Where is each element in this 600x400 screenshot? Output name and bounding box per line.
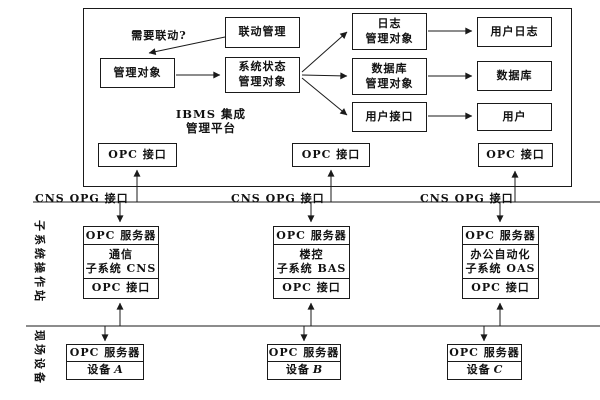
- box-user: 用户: [477, 103, 552, 131]
- device-a-opc-server: OPC 服务器: [69, 346, 141, 360]
- device-c: OPC 服务器 设备 C: [447, 344, 522, 380]
- platform-opc-interface-3: OPC 接口: [478, 143, 553, 167]
- platform-opc-interface-2: OPC 接口: [292, 143, 370, 167]
- device-c-letter: C: [493, 362, 503, 376]
- box-system-status-managed-object: 系统状态 管理对象: [225, 57, 300, 93]
- arrow-system-status-to-db-manager: [301, 72, 348, 80]
- subsystem-cns-name: 通信 子系统 CNS: [84, 244, 158, 278]
- subsystem-bas-opc-server: OPC 服务器: [276, 228, 347, 242]
- subsystem-cns-opc-interface: OPC 接口: [84, 278, 158, 296]
- annotation-need-linkage: 需要联动?: [131, 29, 187, 42]
- device-c-label: 设备 C: [448, 361, 521, 377]
- device-a-letter: A: [114, 362, 123, 376]
- bus-label-2: CNS OPG 接口: [231, 192, 325, 205]
- device-b-name: 设备: [285, 362, 310, 376]
- subsystem-oas-opc-server: OPC 服务器: [465, 228, 536, 242]
- platform-internal-arrows: [148, 27, 473, 120]
- bus-label-1: CNS OPG 接口: [35, 192, 129, 205]
- box-user-log: 用户日志: [477, 17, 552, 47]
- subsystem-cns-opc-server: OPC 服务器: [85, 228, 157, 242]
- device-a-label: 设备 A: [67, 361, 143, 377]
- subsystem-cns: OPC 服务器 通信 子系统 CNS OPC 接口: [83, 226, 159, 299]
- device-b: OPC 服务器 设备 B: [267, 344, 341, 380]
- box-linkage-management: 联动管理: [225, 17, 300, 48]
- device-c-opc-server: OPC 服务器: [449, 346, 520, 360]
- subsystem-bas-name: 楼控 子系统 BAS: [274, 244, 349, 278]
- device-b-letter: B: [312, 362, 323, 376]
- arrow-system-status-to-user-interface: [301, 77, 348, 116]
- box-managed-object: 管理对象: [100, 58, 175, 88]
- subsystem-oas: OPC 服务器 办公自动化 子系统 OAS OPC 接口: [462, 226, 539, 299]
- platform-title: IBMS 集成 管理平台: [175, 107, 247, 136]
- arrow-system-status-to-log-manager: [301, 31, 348, 73]
- device-c-name: 设备: [466, 362, 491, 376]
- section-label-field-devices: 现场设备: [33, 330, 46, 386]
- subsystem-oas-name: 办公自动化 子系统 OAS: [463, 244, 538, 278]
- box-database: 数据库: [477, 61, 552, 91]
- arrow-linkage-to-managed-object: [148, 36, 226, 56]
- subsystem-bas: OPC 服务器 楼控 子系统 BAS OPC 接口: [273, 226, 350, 299]
- device-b-label: 设备 B: [268, 361, 340, 377]
- subsystem-oas-opc-interface: OPC 接口: [463, 278, 538, 296]
- platform-opc-interface-1: OPC 接口: [98, 143, 177, 167]
- bus-label-3: CNS OPG 接口: [420, 192, 514, 205]
- box-user-interface: 用户接口: [352, 102, 427, 132]
- box-log-managed-object: 日志 管理对象: [352, 13, 427, 50]
- subsystem-bas-opc-interface: OPC 接口: [274, 278, 349, 296]
- device-a-name: 设备: [87, 362, 112, 376]
- device-a: OPC 服务器 设备 A: [66, 344, 144, 380]
- section-label-subsystem-stations: 子系统操作站: [33, 220, 46, 304]
- box-database-managed-object: 数据库 管理对象: [352, 58, 427, 95]
- platform-frame: [83, 8, 572, 187]
- bus-line-2: [26, 302, 600, 342]
- device-b-opc-server: OPC 服务器: [268, 346, 340, 360]
